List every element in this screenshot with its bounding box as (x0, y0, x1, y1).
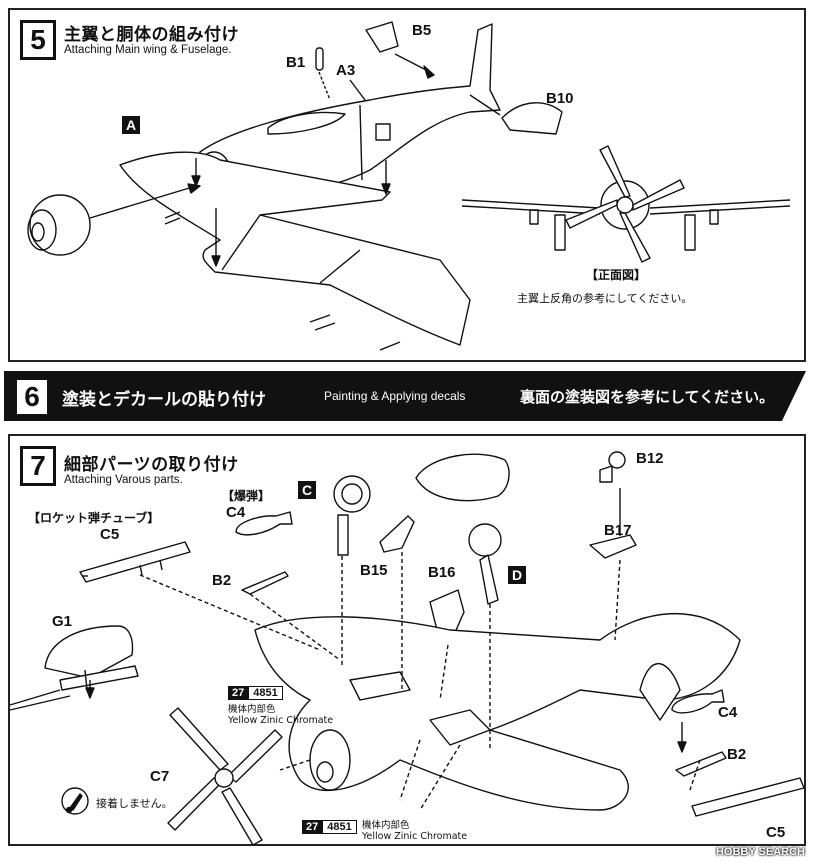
label-c5-right: C5 (766, 824, 786, 841)
label-c4-right: C4 (718, 704, 738, 721)
label-a: A (122, 116, 140, 134)
step6-title-en: Painting & Applying decals (324, 389, 466, 403)
color-ref-1-text: 機体内部色 Yellow Zinic Chromate (228, 704, 333, 726)
step7-number: 7 (20, 446, 56, 486)
color-ref-1: 27 4851 (228, 686, 283, 700)
step7-title-jp: 細部パーツの取り付け (64, 455, 239, 475)
label-b5: B5 (412, 22, 432, 39)
label-b10: B10 (546, 90, 574, 107)
label-b15: B15 (360, 562, 388, 579)
front-view-title: 【正面図】 (586, 268, 647, 282)
step5-title-jp: 主翼と胴体の組み付け (64, 25, 239, 45)
label-b12: B12 (636, 450, 664, 467)
step7-title-en: Attaching Varous parts. (64, 474, 183, 486)
front-view-note: 主翼上反角の参考にしてください。 (517, 292, 693, 305)
label-g1: G1 (52, 613, 73, 630)
label-d: D (508, 566, 526, 584)
color-ref-1-jp: 機体内部色 (228, 704, 276, 715)
label-b2-top: B2 (212, 572, 232, 589)
step5-number: 5 (20, 20, 56, 60)
step6-title-jp: 塗装とデカールの貼り付け (62, 390, 266, 410)
watermark: HOBBY SEARCH (715, 846, 805, 858)
color-ref-2: 27 4851 (302, 820, 357, 834)
step6-banner: 6 塗装とデカールの貼り付け Painting & Applying decal… (4, 371, 806, 421)
step7-panel: 7 細部パーツの取り付け Attaching Varous parts. (8, 434, 806, 846)
step6-number: 6 (14, 377, 50, 417)
color-ref-2-jp: 機体内部色 (362, 820, 410, 831)
step6-note: 裏面の塗装図を参考にしてください。 (520, 388, 775, 406)
label-a3: A3 (336, 62, 356, 79)
label-b2-right: B2 (727, 746, 747, 763)
step5-title-en: Attaching Main wing & Fuselage. (64, 44, 232, 56)
label-b1: B1 (286, 54, 306, 71)
caution-text: 接着しません。 (96, 797, 173, 810)
color-ref-2-code: 4851 (322, 820, 357, 834)
rocket-header: 【ロケット弾チューブ】 (28, 511, 160, 525)
label-c5-top: C5 (100, 526, 120, 543)
color-ref-1-code: 4851 (248, 686, 283, 700)
bomb-header: 【爆弾】 (222, 489, 271, 503)
label-c7: C7 (150, 768, 170, 785)
step5-panel: 5 主翼と胴体の組み付け Attaching Main wing & Fusel… (8, 8, 806, 362)
label-c: C (298, 481, 316, 499)
label-b17: B17 (604, 522, 632, 539)
color-ref-2-num: 27 (302, 820, 323, 834)
color-ref-2-en: Yellow Zinic Chromate (362, 831, 468, 842)
color-ref-1-num: 27 (228, 686, 249, 700)
label-c4-top: C4 (226, 504, 246, 521)
label-b16: B16 (428, 564, 456, 581)
color-ref-1-en: Yellow Zinic Chromate (228, 715, 334, 726)
color-ref-2-text: 機体内部色 Yellow Zinic Chromate (362, 820, 467, 842)
